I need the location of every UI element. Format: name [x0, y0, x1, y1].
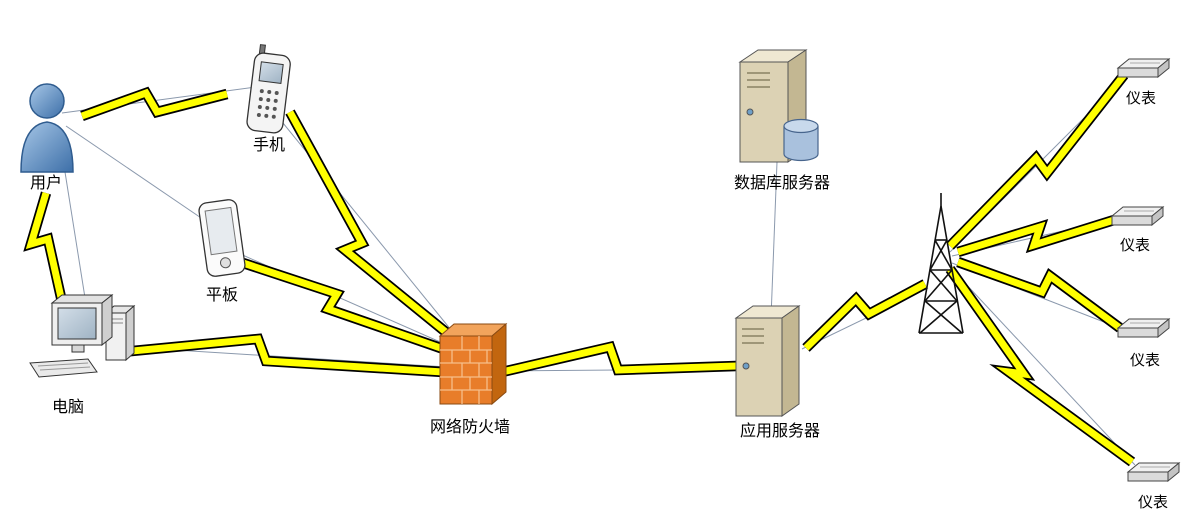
- user-node: [20, 83, 74, 173]
- user-icon: [29, 83, 65, 119]
- link-user-tablet: [65, 125, 211, 225]
- bolt-tower-meter4: [945, 265, 1136, 467]
- database-cylinder-icon: [783, 126, 819, 162]
- firewall-node: [438, 322, 508, 406]
- tablet-node: [198, 199, 246, 277]
- bolt-tower-meter1: [946, 71, 1129, 250]
- meter-node-4: [1126, 461, 1181, 483]
- meter-node-1: [1116, 57, 1171, 79]
- firewall-icon: [439, 335, 493, 405]
- meter-node-2: [1110, 205, 1165, 227]
- db-server-node: [738, 49, 819, 163]
- bolt-phone-firewall: [285, 109, 462, 347]
- meter-label-1: 仪表: [1126, 89, 1156, 107]
- meter-icon: [1117, 327, 1159, 338]
- meter-label-3: 仪表: [1130, 351, 1160, 369]
- user-label: 用户: [30, 173, 62, 192]
- meter-label-4: 仪表: [1138, 493, 1168, 511]
- bolt-computer-firewall: [121, 333, 444, 378]
- meter-icon: [1111, 215, 1153, 226]
- link-db-app-server: [770, 161, 778, 319]
- phone-label: 手机: [253, 135, 285, 154]
- meter-node-3: [1116, 317, 1171, 339]
- meter-label-2: 仪表: [1120, 236, 1150, 254]
- bolt-firewall-appserver: [500, 340, 737, 378]
- link-tower-meter4: [949, 266, 1136, 466]
- bolt-appserver-tower: [802, 279, 928, 352]
- bolt-tablet-firewall: [241, 258, 454, 357]
- bolt-tower-meter3: [956, 257, 1124, 333]
- computer-node: [29, 293, 136, 378]
- firewall-label: 网络防火墙: [430, 417, 510, 436]
- bolt-user-computer: [23, 191, 68, 304]
- computer-label: 电脑: [52, 397, 84, 416]
- tablet-label: 平板: [206, 285, 238, 304]
- radio-tower-icon: [918, 193, 964, 334]
- lightning-bolts: [23, 71, 1136, 467]
- app-server-node: [734, 305, 801, 417]
- db-server-label: 数据库服务器: [734, 173, 830, 192]
- phone-node: [246, 44, 291, 134]
- bolt-tower-meter2: [956, 214, 1116, 258]
- app-server-label: 应用服务器: [740, 421, 820, 440]
- meter-icon: [1117, 67, 1159, 78]
- meter-icon: [1127, 471, 1169, 482]
- bolt-user-phone: [80, 86, 229, 121]
